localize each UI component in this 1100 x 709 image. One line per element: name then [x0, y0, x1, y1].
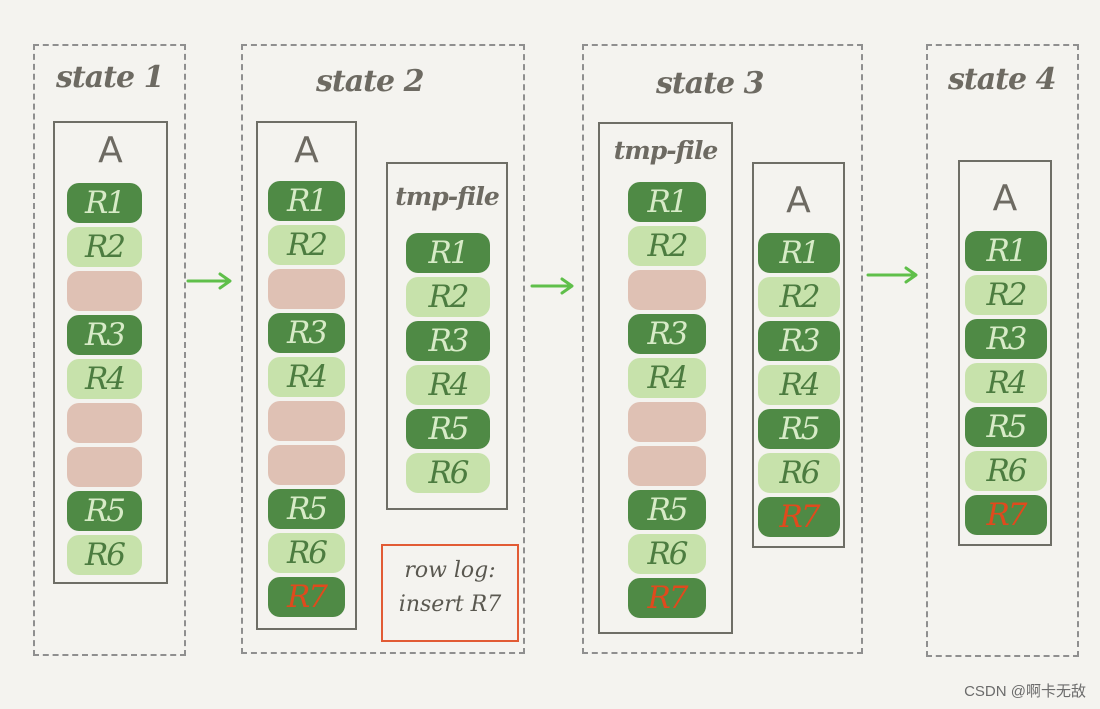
row-log-line-2: insert R7: [398, 592, 502, 617]
table-s4-a: [958, 160, 1052, 546]
row-r4: R4: [965, 363, 1047, 403]
row-r1: R1: [406, 233, 490, 273]
row-r2: R2: [406, 277, 490, 317]
row-r6: R6: [758, 453, 840, 493]
row-r3: R3: [406, 321, 490, 361]
empty-row-slot: [67, 403, 142, 443]
row-r1: R1: [628, 182, 706, 222]
table-s3-a-title: A: [786, 180, 811, 221]
empty-row-slot: [268, 269, 345, 309]
row-r3: R3: [965, 319, 1047, 359]
table-s4-a-title: A: [992, 178, 1018, 219]
arrow-1-to-2: [186, 272, 232, 290]
row-r5: R5: [628, 490, 706, 530]
row-r7: R7: [758, 497, 840, 537]
row-r1: R1: [965, 231, 1047, 271]
row-r6: R6: [406, 453, 490, 493]
row-r7: R7: [628, 578, 706, 618]
row-r1: R1: [758, 233, 840, 273]
row-r2: R2: [67, 227, 142, 267]
row-log-line-1: row log:: [404, 558, 496, 583]
row-r6: R6: [268, 533, 345, 573]
row-r3: R3: [67, 315, 142, 355]
table-s2-a-title: A: [294, 130, 319, 171]
state-4-box: [926, 44, 1079, 657]
state-3-title: state 3: [656, 66, 764, 101]
row-r3: R3: [268, 313, 345, 353]
row-r3: R3: [758, 321, 840, 361]
row-r6: R6: [628, 534, 706, 574]
row-r2: R2: [758, 277, 840, 317]
row-r6: R6: [67, 535, 142, 575]
row-r4: R4: [268, 357, 345, 397]
table-s1-a: [53, 121, 168, 584]
row-r5: R5: [758, 409, 840, 449]
row-r5: R5: [965, 407, 1047, 447]
table-s1-a-title: A: [98, 130, 123, 171]
row-r5: R5: [406, 409, 490, 449]
arrow-2-to-3: [530, 277, 574, 295]
row-r7: R7: [268, 577, 345, 617]
empty-row-slot: [628, 446, 706, 486]
row-r5: R5: [268, 489, 345, 529]
table-s2-tmp: [386, 162, 508, 510]
empty-row-slot: [268, 445, 345, 485]
state-4-title: state 4: [948, 62, 1056, 97]
empty-row-slot: [628, 270, 706, 310]
table-s2-tmp-title: tmp-file: [395, 182, 500, 211]
arrow-3-to-4: [866, 266, 918, 284]
watermark: CSDN @啊卡无敌: [964, 683, 1086, 700]
row-r4: R4: [628, 358, 706, 398]
table-s2-a: [256, 121, 357, 630]
table-s3-tmp: [598, 122, 733, 634]
state-2-title: state 2: [316, 64, 424, 99]
empty-row-slot: [67, 271, 142, 311]
row-r4: R4: [67, 359, 142, 399]
row-r2: R2: [268, 225, 345, 265]
state-2-box: [241, 44, 525, 654]
row-r3: R3: [628, 314, 706, 354]
row-r5: R5: [67, 491, 142, 531]
row-r1: R1: [67, 183, 142, 223]
row-r2: R2: [965, 275, 1047, 315]
state-1-box: [33, 44, 186, 656]
row-log-box: row log: insert R7: [381, 544, 519, 642]
row-r6: R6: [965, 451, 1047, 491]
row-r4: R4: [406, 365, 490, 405]
table-s3-tmp-title: tmp-file: [613, 136, 719, 165]
row-r7: R7: [965, 495, 1047, 535]
table-s3-a: [752, 162, 845, 548]
state-1-title: state 1: [56, 60, 164, 95]
row-r2: R2: [628, 226, 706, 266]
row-r1: R1: [268, 181, 345, 221]
row-r4: R4: [758, 365, 840, 405]
empty-row-slot: [268, 401, 345, 441]
empty-row-slot: [628, 402, 706, 442]
empty-row-slot: [67, 447, 142, 487]
state-3-box: [582, 44, 863, 654]
